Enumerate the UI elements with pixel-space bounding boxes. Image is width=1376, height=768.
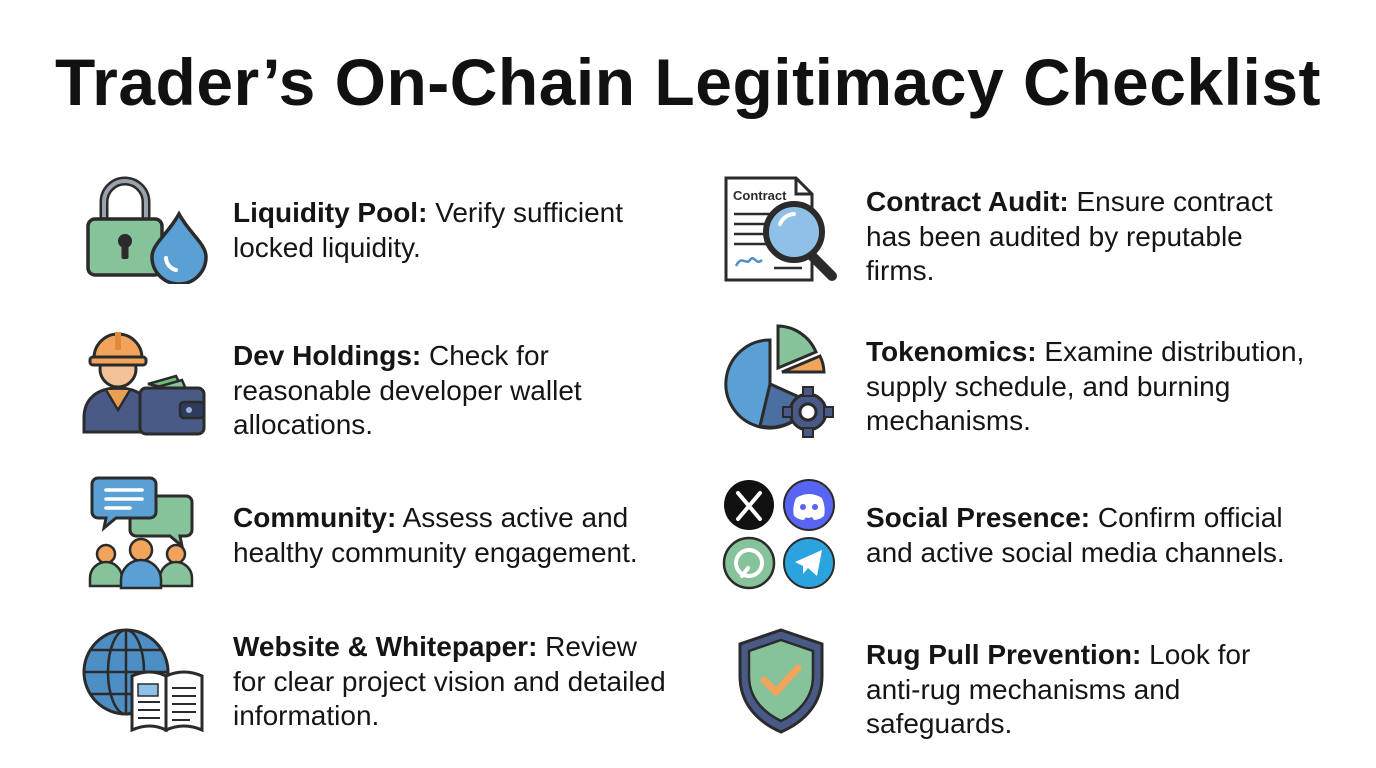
checklist-item-text: Rug Pull Prevention: Look for anti-rug m… [866, 638, 1306, 742]
lock-droplet-icon [82, 174, 212, 284]
checklist-item-text: Tokenomics: Examine distribution, supply… [866, 335, 1326, 439]
item-description: Check for reasonable developer wallet al… [233, 340, 582, 440]
green-app-icon [722, 536, 776, 590]
item-description: Verify sufficient locked liquidity. [233, 197, 623, 263]
shield-check-icon [734, 626, 828, 736]
item-heading: Tokenomics: [866, 336, 1037, 367]
item-heading: Social Presence: [866, 502, 1091, 533]
item-description: Look for anti-rug mechanisms and safegua… [866, 639, 1251, 739]
checklist-item-text: Website & Whitepaper: Review for clear p… [233, 630, 673, 734]
pie-gear-icon [720, 322, 834, 440]
checklist-item-text: Community: Assess active and healthy com… [233, 501, 683, 570]
item-heading: Community: [233, 502, 397, 533]
chat-people-icon [88, 474, 200, 592]
page-title: Trader’s On-Chain Legitimacy Checklist [54, 45, 1322, 119]
globe-book-icon [80, 626, 210, 736]
telegram-icon [783, 537, 835, 589]
item-heading: Rug Pull Prevention: [866, 639, 1142, 670]
checklist-item-text: Liquidity Pool: Verify sufficient locked… [233, 196, 673, 265]
item-description: Examine distribution, supply schedule, a… [866, 336, 1305, 436]
item-heading: Dev Holdings: [233, 340, 422, 371]
checklist-item-text: Social Presence: Confirm official and ac… [866, 501, 1326, 570]
item-description: Ensure contract has been audited by repu… [866, 186, 1273, 286]
item-heading: Contract Audit: [866, 186, 1069, 217]
discord-icon [783, 479, 835, 531]
item-heading: Liquidity Pool: [233, 197, 428, 228]
item-heading: Website & Whitepaper: [233, 631, 538, 662]
checklist-item-text: Contract Audit: Ensure contract has been… [866, 185, 1306, 289]
item-description: Review for clear project vision and deta… [233, 631, 666, 731]
social-apps-icon [722, 478, 838, 590]
contract-label: Contract [733, 188, 787, 203]
item-description: Confirm official and active social media… [866, 502, 1285, 568]
item-description: Assess active and healthy community enga… [233, 502, 638, 568]
checklist-item-text: Dev Holdings: Check for reasonable devel… [233, 339, 673, 443]
x-logo-icon [724, 480, 774, 530]
worker-wallet-icon [80, 326, 210, 438]
contract-magnifier-icon: Contract [722, 174, 844, 286]
